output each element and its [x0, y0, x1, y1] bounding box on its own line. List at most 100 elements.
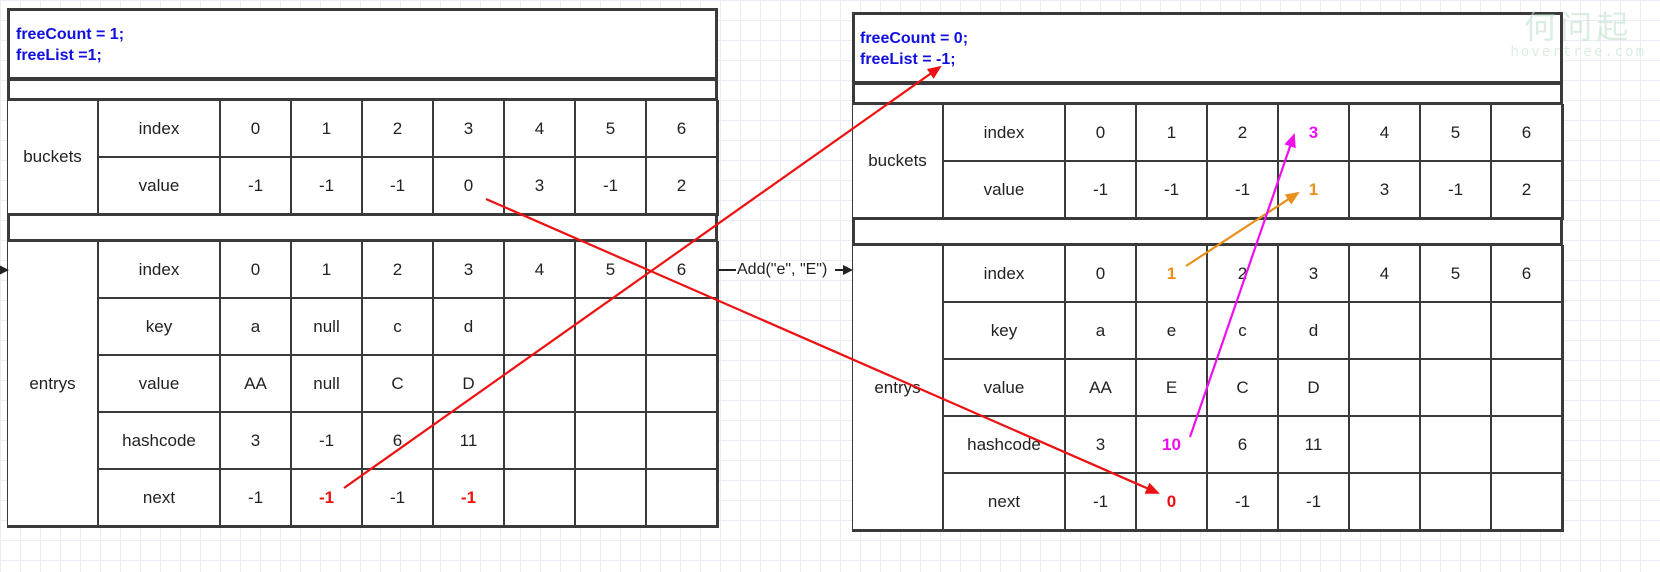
bucket-cell: -1	[362, 157, 433, 214]
entry-row-label: key	[943, 302, 1065, 359]
orange-arrow-bucket-value	[1185, 191, 1300, 267]
entry-cell: AA	[1065, 359, 1136, 416]
bucket-cell: 2	[646, 157, 717, 214]
left-spacer-1	[7, 78, 718, 101]
entry-cell	[504, 412, 575, 469]
entry-cell: c	[362, 298, 433, 355]
bucket-cell: -1	[220, 157, 291, 214]
entry-cell: null	[291, 355, 362, 412]
bucket-cell: 0	[220, 100, 291, 157]
entry-cell: 11	[1278, 416, 1349, 473]
entry-cell	[1491, 416, 1562, 473]
bucket-cell: -1	[575, 157, 646, 214]
entry-cell: -1	[362, 469, 433, 526]
entry-cell: 0	[1065, 245, 1136, 302]
entry-cell: -1	[433, 469, 504, 526]
bucket-cell: 0	[1065, 104, 1136, 161]
entry-cell	[1420, 302, 1491, 359]
entry-cell: null	[291, 298, 362, 355]
entry-cell: 6	[1207, 416, 1278, 473]
bucket-cell: 3	[433, 100, 504, 157]
entry-cell	[1491, 473, 1562, 530]
entry-cell: 3	[1065, 416, 1136, 473]
bucket-row-label: index	[943, 104, 1065, 161]
entry-cell: a	[220, 298, 291, 355]
entrys-label: entrys	[852, 245, 943, 530]
entry-cell: d	[1278, 302, 1349, 359]
bucket-cell: 2	[362, 100, 433, 157]
left-free-list: freeList =1;	[16, 47, 102, 64]
entry-cell	[504, 355, 575, 412]
left-free-count: freeCount = 1;	[16, 26, 125, 43]
entry-cell	[646, 469, 717, 526]
right-free-list: freeList = -1;	[860, 51, 956, 68]
entry-cell: c	[1207, 302, 1278, 359]
bucket-cell: 0	[433, 157, 504, 214]
bucket-row-label: value	[98, 157, 220, 214]
entry-cell: 6	[362, 412, 433, 469]
entry-cell: D	[433, 355, 504, 412]
entry-cell	[1349, 416, 1420, 473]
entry-cell: -1	[1207, 473, 1278, 530]
entry-cell: 3	[220, 412, 291, 469]
entry-cell	[646, 298, 717, 355]
entry-cell: AA	[220, 355, 291, 412]
bucket-cell: 2	[1207, 104, 1278, 161]
entry-cell	[1491, 302, 1562, 359]
entry-cell: 2	[362, 241, 433, 298]
bucket-cell: 6	[1491, 104, 1562, 161]
entry-cell: 2	[1207, 245, 1278, 302]
bucket-cell: 1	[1136, 104, 1207, 161]
watermark-cn: 何问起	[1524, 8, 1633, 46]
bucket-cell: 5	[575, 100, 646, 157]
bucket-cell: 1	[291, 100, 362, 157]
entry-cell	[1420, 416, 1491, 473]
bucket-cell: -1	[291, 157, 362, 214]
entry-cell: 1	[291, 241, 362, 298]
entry-cell	[1420, 359, 1491, 416]
bucket-cell: 2	[1491, 161, 1562, 218]
entry-cell	[1349, 473, 1420, 530]
entry-row-label: value	[98, 355, 220, 412]
entry-cell: E	[1136, 359, 1207, 416]
entry-cell: -1	[1278, 473, 1349, 530]
bucket-cell: 5	[1420, 104, 1491, 161]
buckets-label: buckets	[852, 104, 943, 218]
entry-cell	[575, 469, 646, 526]
entry-cell	[1491, 359, 1562, 416]
bucket-cell: 3	[1349, 161, 1420, 218]
bucket-cell: -1	[1420, 161, 1491, 218]
entry-cell	[575, 412, 646, 469]
watermark-en: hovertree.com	[1510, 44, 1646, 60]
entry-cell	[1349, 359, 1420, 416]
entry-cell: -1	[291, 469, 362, 526]
entry-cell: 4	[504, 241, 575, 298]
entry-cell	[1349, 302, 1420, 359]
entry-cell: 5	[575, 241, 646, 298]
entry-cell: -1	[220, 469, 291, 526]
entry-cell	[504, 469, 575, 526]
entry-cell: C	[1207, 359, 1278, 416]
entry-cell	[646, 355, 717, 412]
bucket-cell: 4	[504, 100, 575, 157]
entry-row-label: next	[98, 469, 220, 526]
entrys-label: entrys	[7, 241, 98, 526]
entry-cell	[575, 355, 646, 412]
entry-cell: C	[362, 355, 433, 412]
bucket-cell: 1	[1278, 161, 1349, 218]
entry-cell: 0	[220, 241, 291, 298]
bucket-row-label: value	[943, 161, 1065, 218]
bucket-cell: 4	[1349, 104, 1420, 161]
bucket-cell: -1	[1136, 161, 1207, 218]
entry-cell: 1	[1136, 245, 1207, 302]
entry-cell: -1	[1065, 473, 1136, 530]
entry-cell	[646, 412, 717, 469]
entry-cell: 3	[433, 241, 504, 298]
add-operation-label: Add("e", "E")	[736, 261, 829, 279]
entry-cell: 4	[1349, 245, 1420, 302]
magenta-arrow-bucket-index	[1188, 133, 1296, 438]
bucket-cell: -1	[1065, 161, 1136, 218]
entry-cell: d	[433, 298, 504, 355]
entry-cell: e	[1136, 302, 1207, 359]
